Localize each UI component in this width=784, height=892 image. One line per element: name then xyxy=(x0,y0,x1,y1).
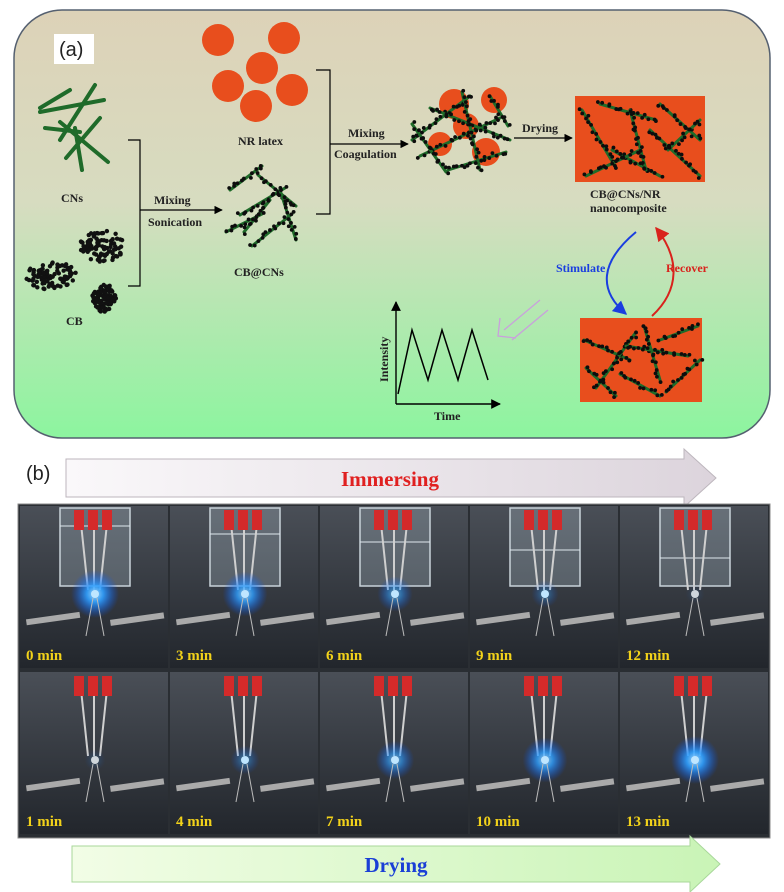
cns-label: CNs xyxy=(61,191,83,205)
panel-a: (a) CNs CB Mixing Sonication CB@CNs xyxy=(13,9,771,439)
plot-zigzag xyxy=(397,327,489,395)
composite-label-line1: CB@CNs/NR xyxy=(590,187,661,201)
nr-latex-particles xyxy=(202,22,308,122)
photo-cell: 13 min xyxy=(620,672,768,834)
cb-label: CB xyxy=(66,314,83,328)
cb-clusters xyxy=(24,228,125,314)
hollow-double-arrow xyxy=(497,299,549,341)
nr-latex-label: NR latex xyxy=(238,134,283,148)
panel-b-label: (b) xyxy=(26,463,50,485)
intensity-axis-label: Intensity xyxy=(377,337,391,382)
composite-network xyxy=(577,100,703,180)
photo-cell: 12 min xyxy=(620,506,768,668)
time-label: 0 min xyxy=(26,648,63,664)
cns-fibers xyxy=(38,83,110,172)
time-label: 4 min xyxy=(176,814,213,830)
drying-label: Drying xyxy=(365,853,429,877)
time-label: 10 min xyxy=(476,814,520,830)
stimulate-label: Stimulate xyxy=(556,261,606,275)
time-label: 7 min xyxy=(326,814,363,830)
immersing-label: Immersing xyxy=(341,467,439,491)
photo-cell: 6 min xyxy=(320,506,468,668)
bracket-2 xyxy=(316,69,331,215)
coagulation-label: Coagulation xyxy=(334,147,397,161)
stimulate-arrow xyxy=(605,231,637,315)
cbcns-label: CB@CNs xyxy=(234,265,284,279)
photo-grid: 0 min 3 min 6 min 9 min 12 min 1 min 4 min 7 mi… xyxy=(20,506,768,834)
time-label: 12 min xyxy=(626,648,670,664)
panel-a-label-box xyxy=(54,34,94,64)
time-label: 3 min xyxy=(176,648,213,664)
time-label: 9 min xyxy=(476,648,513,664)
time-label: 6 min xyxy=(326,648,363,664)
recover-arrow xyxy=(651,226,675,317)
immersing-arrow xyxy=(65,447,717,509)
mixing-label-2: Mixing xyxy=(348,126,385,140)
intensity-plot: Intensity Time xyxy=(377,301,501,423)
cbcns-aggregate xyxy=(224,164,299,248)
mixing-label-1: Mixing xyxy=(154,193,191,207)
time-label: 1 min xyxy=(26,814,63,830)
photo-cell: 7 min xyxy=(320,672,468,834)
photo-cell: 1 min xyxy=(20,672,168,834)
photo-cell: 0 min xyxy=(20,506,168,668)
photo-cell: 3 min xyxy=(170,506,318,668)
time-label: 13 min xyxy=(626,814,670,830)
drying-arrow xyxy=(71,834,721,892)
sonication-label: Sonication xyxy=(148,215,202,229)
panel-a-label: (a) xyxy=(59,39,83,61)
stimulated-composite-network xyxy=(581,322,705,400)
time-axis-label: Time xyxy=(434,409,461,423)
bracket-1 xyxy=(128,139,141,287)
photo-cell: 9 min xyxy=(470,506,618,668)
mixture-blob xyxy=(410,87,512,176)
composite-label-line2: nanocomposite xyxy=(590,201,667,215)
photo-cell: 10 min xyxy=(470,672,618,834)
panel-b: (b) Immersing 0 min 3 min 6 min 9 min 12 min… xyxy=(17,447,771,892)
photo-cell: 4 min xyxy=(170,672,318,834)
recover-label: Recover xyxy=(666,261,709,275)
drying-step-label: Drying xyxy=(522,121,558,135)
